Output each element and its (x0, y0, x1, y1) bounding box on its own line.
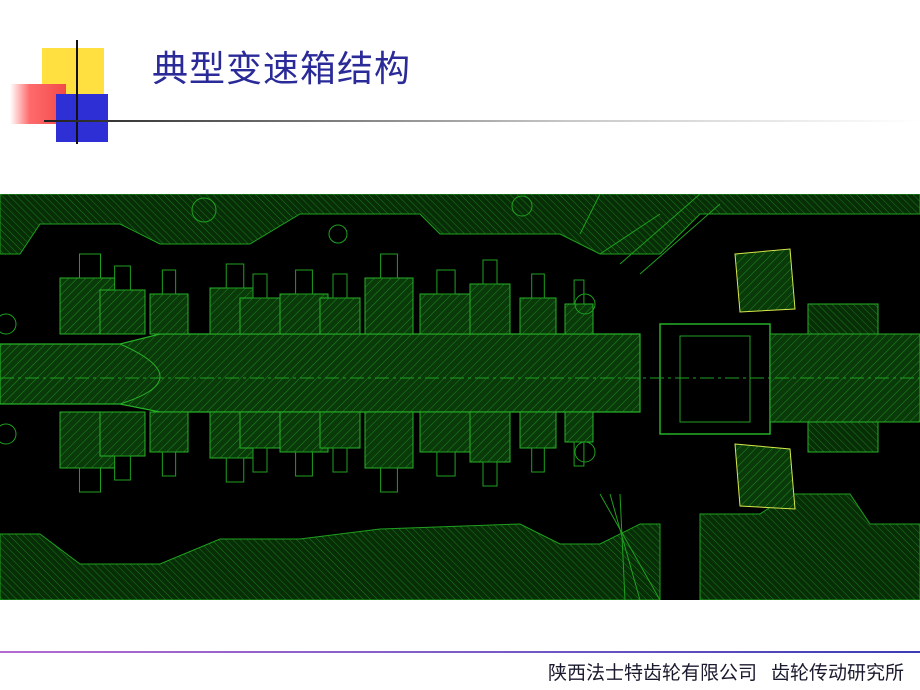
upper-housing (0, 194, 920, 255)
gear-hub-dn-5 (295, 451, 313, 477)
gear-dn-1 (99, 411, 146, 457)
gear-hub-dn-4 (252, 447, 268, 473)
gear-hub-dn-0 (79, 467, 101, 493)
gear-dn-8 (419, 411, 473, 453)
gear-hub-up-3 (225, 263, 245, 289)
gear-hub-dn-9 (482, 461, 498, 487)
gear-hub-dn-3 (225, 457, 245, 483)
output-bore (679, 335, 751, 423)
construction-lines (579, 194, 721, 600)
cad-svg (0, 194, 920, 600)
gear-up-2 (149, 293, 189, 335)
gear-hub-dn-7 (380, 467, 398, 493)
gear-hub-dn-11 (573, 441, 585, 467)
footer-company: 陕西法士特齿轮有限公司 (547, 662, 757, 684)
spacer-lower (574, 441, 596, 463)
bevel-gear-lower (734, 443, 796, 510)
input-bearing-upper (0, 313, 17, 335)
gear-hub-up-6 (332, 273, 348, 299)
right-bearing-upper (807, 303, 879, 335)
gear-hub-dn-1 (114, 455, 131, 481)
shaft-flare (119, 343, 161, 405)
gear-hub-up-11 (573, 279, 585, 305)
gear-hub-up-0 (79, 253, 101, 279)
gear-dn-10 (519, 411, 557, 449)
fork-pin (328, 224, 348, 244)
gear-hub-up-1 (114, 265, 131, 291)
gear-sets (59, 253, 594, 493)
footer-institute: 齿轮传动研究所 (770, 662, 904, 684)
gear-hub-up-8 (436, 269, 456, 295)
gear-dn-2 (149, 411, 189, 453)
spacer-upper (574, 293, 596, 315)
gear-hub-up-2 (161, 269, 177, 295)
gear-up-7 (364, 277, 414, 335)
gear-up-9 (469, 283, 511, 335)
lower-housing (0, 523, 661, 600)
gear-dn-6 (319, 411, 361, 449)
gear-hub-dn-10 (531, 447, 545, 473)
main-shaft (0, 333, 641, 413)
gear-hub-dn-2 (161, 451, 177, 477)
gearbox-cad-drawing (0, 194, 920, 600)
slide-logo (0, 0, 140, 160)
gear-dn-4 (239, 411, 281, 449)
slide-title: 典型变速箱结构 (152, 49, 412, 90)
gear-hub-up-5 (295, 269, 313, 295)
gear-hub-up-7 (380, 253, 398, 279)
gear-up-10 (519, 297, 557, 335)
gear-hub-up-10 (531, 273, 545, 299)
title-underline (44, 120, 920, 122)
bevel-gear-upper (734, 248, 796, 313)
logo-vertical-line (76, 40, 78, 144)
footer-rule (0, 651, 920, 653)
gear-up-4 (239, 297, 281, 335)
gear-dn-11 (564, 411, 594, 443)
logo-blue-square (56, 94, 108, 142)
gear-dn-7 (364, 411, 414, 469)
lower-housing-right (699, 493, 920, 600)
gear-up-1 (99, 289, 146, 335)
gear-dn-9 (469, 411, 511, 463)
gear-hub-dn-8 (436, 451, 456, 477)
gear-hub-up-9 (482, 259, 498, 285)
oil-plug-left (191, 197, 217, 223)
right-bearing-lower (807, 421, 879, 453)
gear-up-8 (419, 293, 473, 335)
input-bearing-lower (0, 423, 17, 445)
gear-hub-dn-6 (332, 447, 348, 473)
gear-hub-up-4 (252, 273, 268, 299)
gear-up-11 (564, 303, 594, 335)
slide-footer: 陕西法士特齿轮有限公司齿轮传动研究所 (548, 658, 904, 685)
oil-plug-right (511, 195, 533, 217)
gear-up-6 (319, 297, 361, 335)
